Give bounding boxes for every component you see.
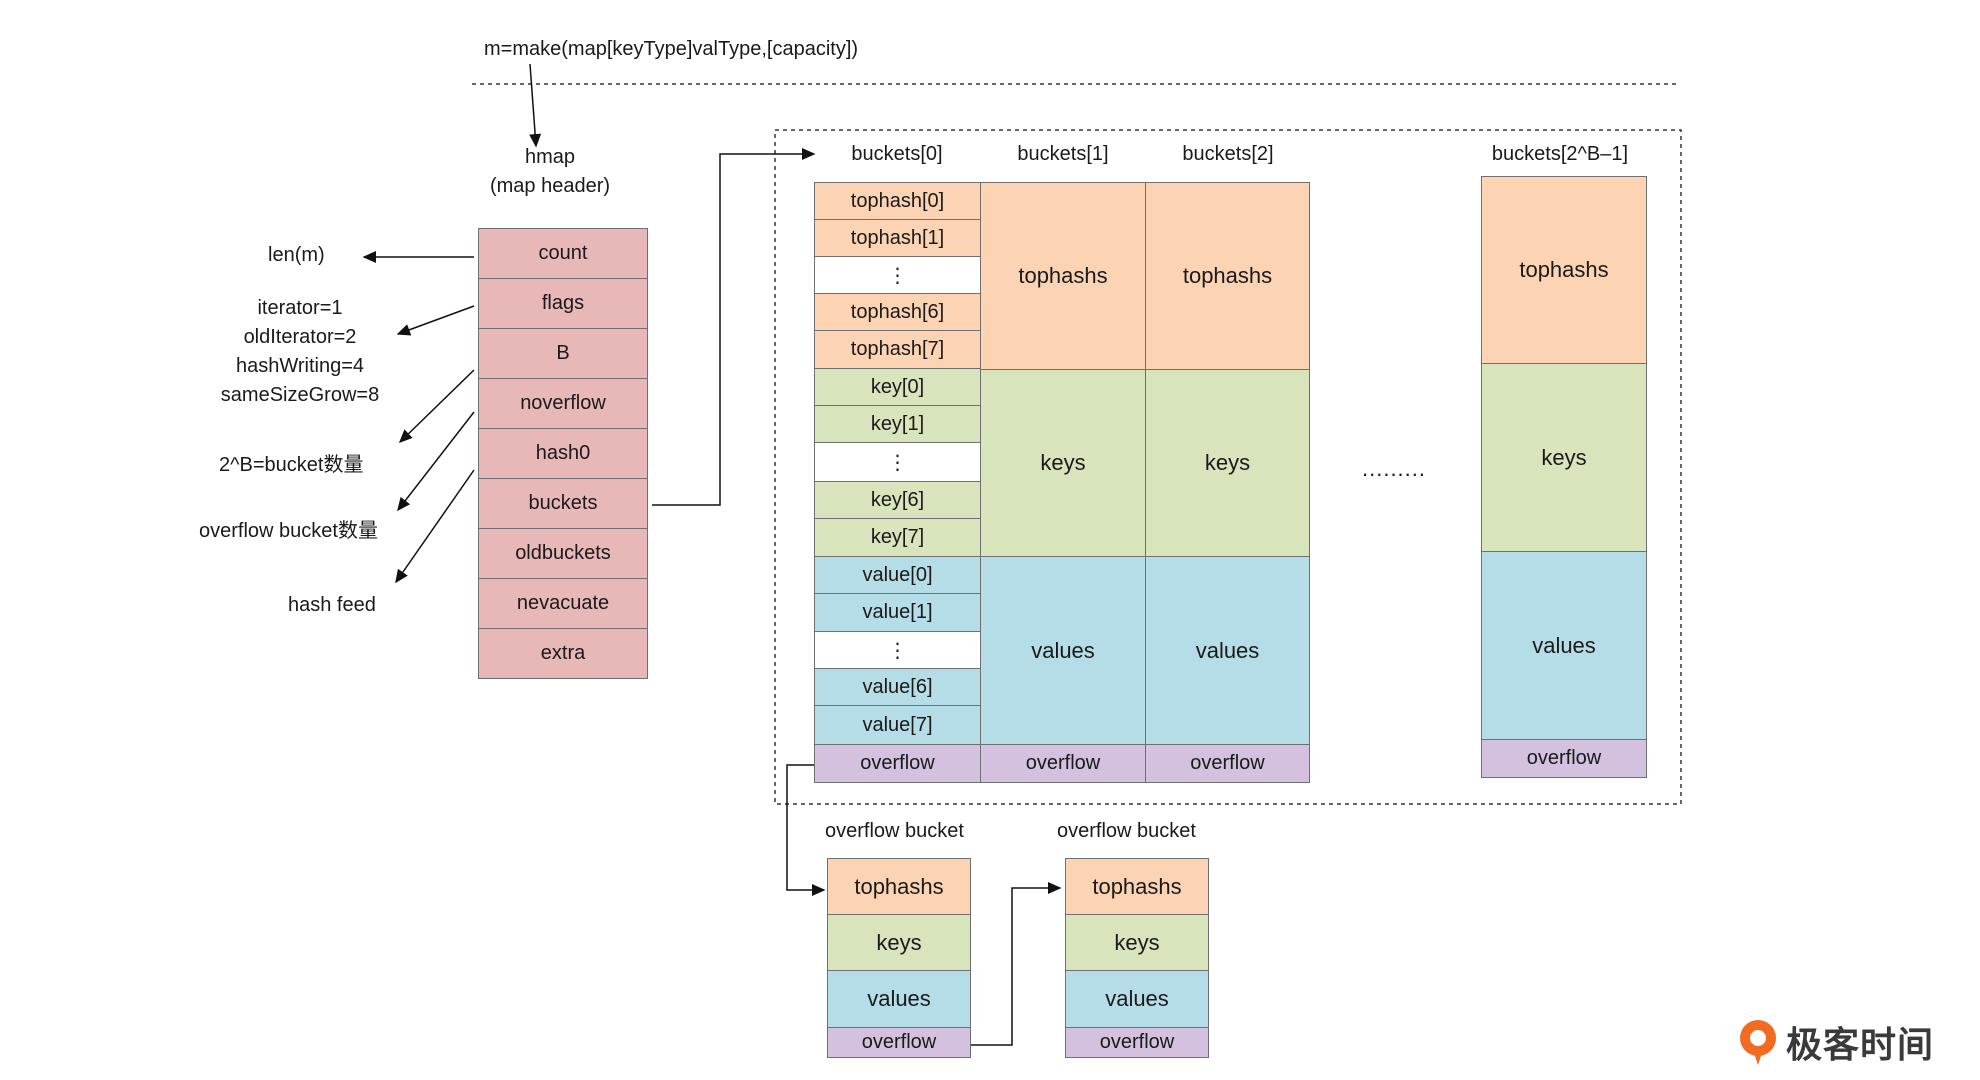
key-cell: key[0] [814, 368, 981, 406]
values-block: values [827, 970, 971, 1028]
b-annotation: 2^B=bucket数量 [219, 454, 364, 476]
flags-annotation-1: iterator=1 [257, 297, 343, 319]
key-cell: key[1] [814, 405, 981, 443]
buckets-pointer-arrow [652, 148, 816, 506]
value-cell: value[7] [814, 705, 981, 745]
tophash-ellipsis: ⋮ [814, 256, 981, 294]
value-cell: value[0] [814, 556, 981, 594]
hmap-field-oldbuckets: oldbuckets [478, 528, 648, 579]
overflow-bucket-title-1: overflow bucket [825, 820, 964, 842]
geekbang-logo: 极客时间 [1736, 1016, 1934, 1068]
b-to-desc-arrow [398, 369, 475, 444]
values-block: values [1481, 551, 1647, 740]
keys-block: keys [827, 914, 971, 971]
values-block: values [1065, 970, 1209, 1028]
hmap-field-count: count [478, 228, 648, 279]
hash0-to-desc-arrow [395, 469, 475, 584]
overflow-chain-arrow-1 [786, 764, 826, 896]
hmap-subtitle: (map header) [489, 175, 611, 197]
tophash-cell: tophash[0] [814, 182, 981, 220]
geekbang-logo-text: 极客时间 [1786, 1024, 1935, 1065]
hmap-field-buckets: buckets [478, 478, 648, 529]
hmap-field-flags: flags [478, 278, 648, 329]
hash0-annotation: hash feed [288, 594, 376, 616]
flags-to-desc-arrow [396, 305, 475, 336]
key-cell: key[6] [814, 481, 981, 519]
overflow-bucket-title-2: overflow bucket [1057, 820, 1196, 842]
value-cell: value[6] [814, 668, 981, 706]
overflow-pointer-cell: overflow [1481, 739, 1647, 778]
hmap-title: hmap [524, 146, 576, 168]
bucket-header-0: buckets[0] [851, 143, 943, 165]
keys-block: keys [1481, 363, 1647, 552]
values-block: values [1145, 556, 1310, 745]
values-block: values [980, 556, 1146, 745]
overflow-chain-arrow-2 [970, 882, 1062, 1046]
bucket-header-last: buckets[2^B–1] [1491, 143, 1629, 165]
key-ellipsis: ⋮ [814, 442, 981, 482]
buckets-array-frame [774, 129, 1682, 805]
tophashs-block: tophashs [827, 858, 971, 915]
overflow-pointer-cell: overflow [980, 744, 1146, 783]
keys-block: keys [1065, 914, 1209, 971]
flags-annotation-2: oldIterator=2 [243, 326, 357, 348]
keys-block: keys [980, 369, 1146, 557]
tophashs-block: tophashs [1065, 858, 1209, 915]
bucket-header-1: buckets[1] [1017, 143, 1109, 165]
make-expression: m=make(map[keyType]valType,[capacity]) [484, 38, 859, 60]
flags-annotation-4: sameSizeGrow=8 [220, 384, 380, 406]
tophashs-block: tophashs [1481, 176, 1647, 364]
geekbang-logo-icon [1740, 1020, 1776, 1065]
value-cell: value[1] [814, 593, 981, 632]
tophash-cell: tophash[1] [814, 219, 981, 257]
len-annotation: len(m) [268, 244, 325, 266]
make-to-hmap-arrow [529, 63, 542, 148]
bucket-header-2: buckets[2] [1182, 143, 1274, 165]
hmap-field-extra: extra [478, 628, 648, 679]
hmap-field-nevacuate: nevacuate [478, 578, 648, 629]
value-ellipsis: ⋮ [814, 631, 981, 669]
noverflow-annotation: overflow bucket数量 [199, 520, 378, 542]
hmap-field-hash0: hash0 [478, 428, 648, 479]
tophash-cell: tophash[7] [814, 330, 981, 369]
hmap-field-noverflow: noverflow [478, 378, 648, 429]
keys-block: keys [1145, 369, 1310, 557]
overflow-pointer-cell: overflow [814, 744, 981, 783]
overflow-pointer-cell: overflow [1145, 744, 1310, 783]
noverflow-to-desc-arrow [397, 411, 475, 512]
overflow-pointer-cell: overflow [1065, 1027, 1209, 1058]
overflow-pointer-cell: overflow [827, 1027, 971, 1058]
hmap-field-b: B [478, 328, 648, 379]
flags-annotation-3: hashWriting=4 [235, 355, 365, 377]
tophash-cell: tophash[6] [814, 293, 981, 331]
tophashs-block: tophashs [1145, 182, 1310, 370]
tophashs-block: tophashs [980, 182, 1146, 370]
buckets-ellipsis: ......... [1362, 456, 1427, 481]
key-cell: key[7] [814, 518, 981, 557]
